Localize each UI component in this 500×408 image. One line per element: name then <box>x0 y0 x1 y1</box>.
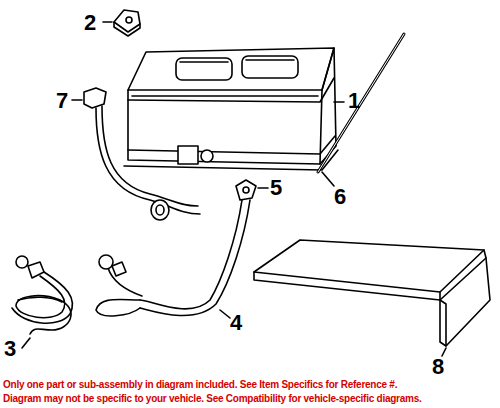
leader-line <box>258 187 268 189</box>
callout-number: 2 <box>84 12 96 34</box>
leader-line <box>322 172 334 186</box>
callout-number: 3 <box>4 338 16 360</box>
leader-line <box>103 21 112 23</box>
battery-cable-7 <box>84 88 200 220</box>
callout-number: 1 <box>348 90 360 112</box>
leader-line <box>22 338 30 348</box>
hold-down-rod <box>318 34 404 172</box>
battery-cable-4 <box>96 180 256 316</box>
battery-tray <box>254 240 490 346</box>
callout-number: 5 <box>270 177 282 199</box>
callout-number: 7 <box>56 90 68 112</box>
callout-number: 8 <box>432 356 444 378</box>
footer-note: Only one part or sub-assembly in diagram… <box>3 380 397 390</box>
leader-line <box>220 310 230 318</box>
hold-down-rod-highlight <box>318 34 404 172</box>
battery <box>124 48 338 170</box>
leader-line <box>334 101 344 103</box>
footer-note: Diagram may not be specific to your vehi… <box>3 394 422 404</box>
leader-line <box>72 99 82 101</box>
terminal-clip <box>114 10 140 36</box>
battery-cable-3 <box>12 256 72 334</box>
leader-line <box>442 348 446 356</box>
callout-number: 6 <box>334 186 346 208</box>
callout-number: 4 <box>230 312 242 334</box>
